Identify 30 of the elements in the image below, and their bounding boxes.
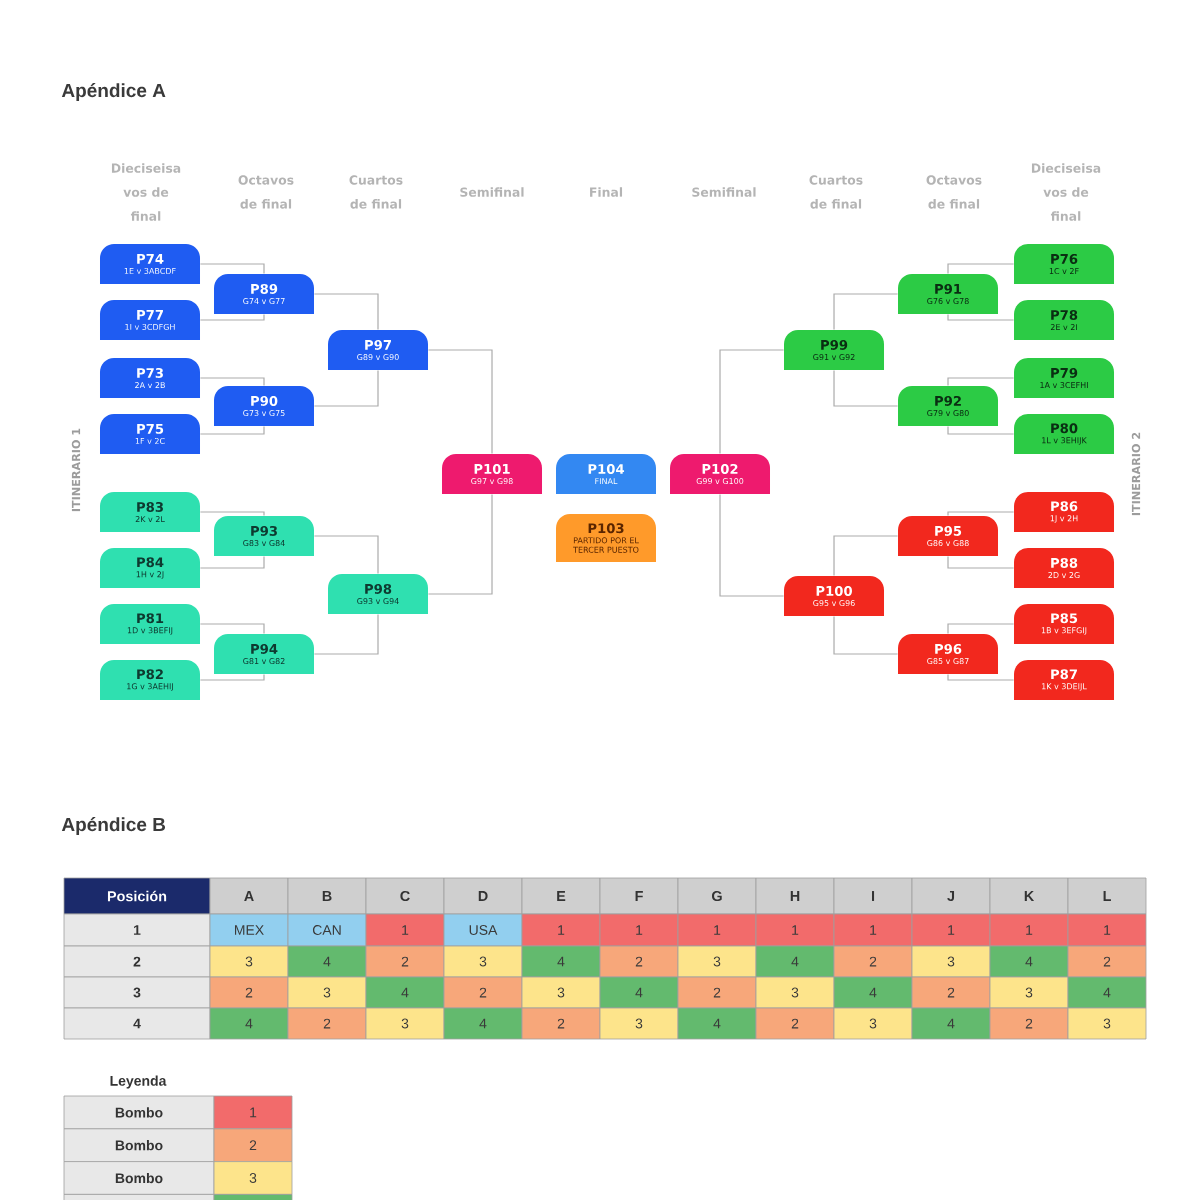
connector-line [313,613,379,655]
section-heading: Apéndice A [61,83,166,101]
connector-line [833,615,899,655]
connector-line [947,377,1015,387]
connector-line [427,349,493,455]
connector-line [833,293,899,331]
connector-line [313,293,379,331]
connector-line [199,511,265,517]
connector-line [199,623,265,635]
connector-line [427,493,493,595]
connector-line [947,673,1015,681]
connector-line [199,313,265,321]
connector-line [199,555,265,569]
connector-line [947,555,1015,569]
connector-line [947,263,1015,275]
connector-line [947,313,1015,321]
connector-line [199,377,265,387]
section-heading: Apéndice B [61,817,166,835]
connector-line [719,349,785,455]
connector-line [313,535,379,575]
connector-line [719,493,785,597]
connector-line [947,425,1015,435]
connector-line [199,263,265,275]
connector-line [199,425,265,435]
connector-line [313,369,379,407]
connector-line [833,535,899,577]
connector-line [199,673,265,681]
connector-line [947,511,1015,517]
connector-line [947,623,1015,635]
connector-line [833,369,899,407]
